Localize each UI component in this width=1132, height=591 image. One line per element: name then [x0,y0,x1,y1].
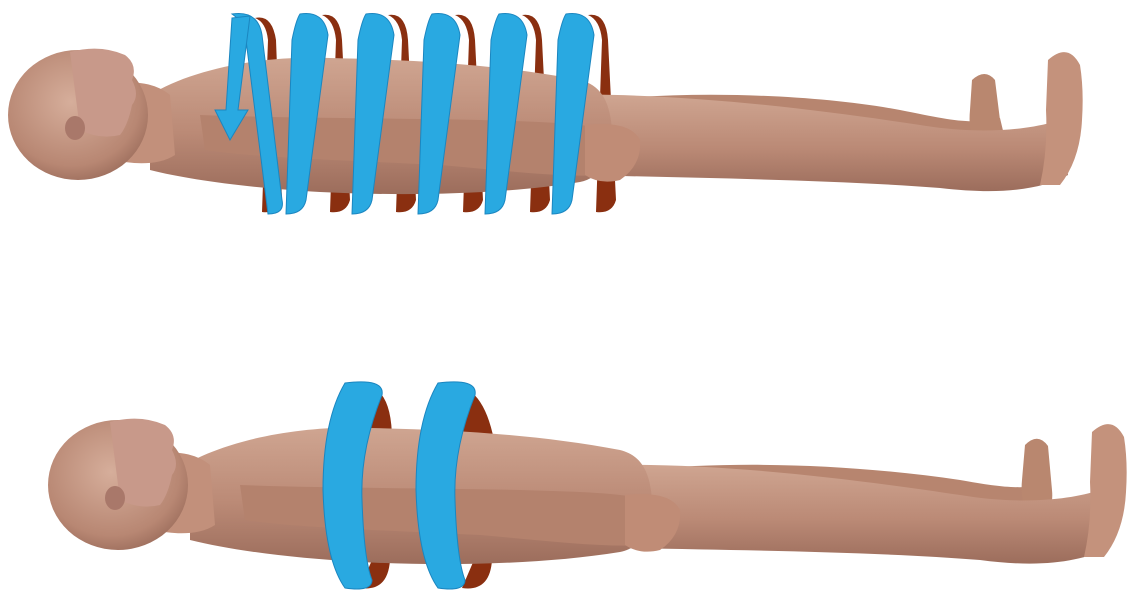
body-figure-top [8,49,1083,194]
near-foot-2 [1084,424,1127,557]
ear-2 [105,486,125,510]
near-foot [1040,52,1083,185]
axial-panel [48,382,1127,589]
body-figure-bottom [48,419,1127,564]
helical-panel [8,13,1083,214]
ear [65,116,85,140]
